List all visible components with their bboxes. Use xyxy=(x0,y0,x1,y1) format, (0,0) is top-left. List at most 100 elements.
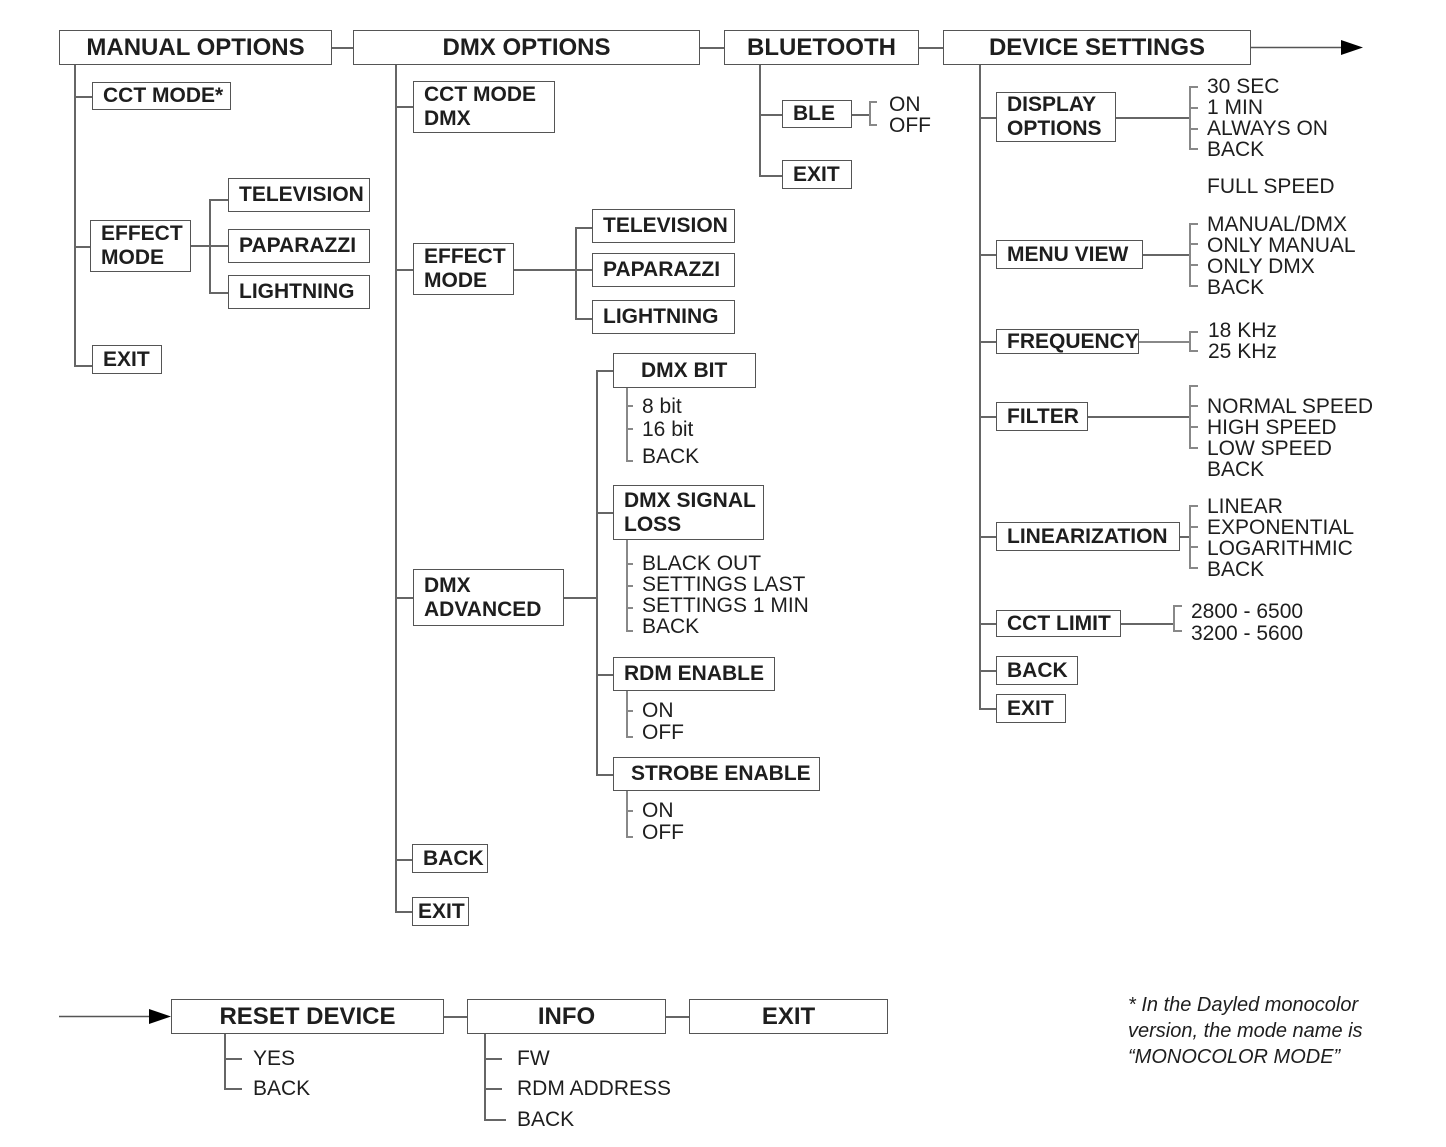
menu-reset-device[interactable]: RESET DEVICE xyxy=(171,999,444,1034)
menu-bluetooth[interactable]: BLUETOOTH xyxy=(724,30,919,65)
item-label: LIGHTNING xyxy=(603,305,719,328)
item-label: STROBE ENABLE xyxy=(631,762,811,785)
device-display-options[interactable]: DISPLAY OPTIONS xyxy=(996,92,1116,142)
menu-manual-options[interactable]: MANUAL OPTIONS xyxy=(59,30,332,65)
option-back[interactable]: BACK xyxy=(253,1077,311,1100)
option-off[interactable]: OFF xyxy=(889,114,931,137)
item-label: MODE xyxy=(424,269,487,292)
option-manual-dmx[interactable]: MANUAL/DMX xyxy=(1207,213,1348,236)
option-16bit[interactable]: 16 bit xyxy=(642,418,694,441)
option-back[interactable]: BACK xyxy=(642,445,700,468)
option-settings-last[interactable]: SETTINGS LAST xyxy=(642,573,806,596)
item-label: EFFECT xyxy=(424,245,506,268)
option-back[interactable]: BACK xyxy=(1207,558,1265,581)
option-back[interactable]: BACK xyxy=(1207,276,1265,299)
item-label: OPTIONS xyxy=(1007,117,1102,140)
dmx-strobe-enable[interactable]: STROBE ENABLE xyxy=(613,757,820,791)
menu-device-settings[interactable]: DEVICE SETTINGS xyxy=(943,30,1251,65)
option-fw[interactable]: FW xyxy=(517,1047,550,1070)
connector xyxy=(700,47,724,49)
connector xyxy=(1173,630,1182,632)
option-off[interactable]: OFF xyxy=(642,821,684,844)
dmx-effect-paparazzi[interactable]: PAPARAZZI xyxy=(592,253,735,287)
option-exponential[interactable]: EXPONENTIAL xyxy=(1207,516,1355,539)
manual-effect-lightning[interactable]: LIGHTNING xyxy=(228,275,370,309)
option-on[interactable]: ON xyxy=(642,699,674,722)
option-8bit[interactable]: 8 bit xyxy=(642,395,682,418)
manual-cct-mode[interactable]: CCT MODE* xyxy=(92,82,231,110)
device-cct-limit[interactable]: CCT LIMIT xyxy=(996,610,1121,637)
device-exit[interactable]: EXIT xyxy=(996,694,1066,723)
dmx-exit[interactable]: EXIT xyxy=(412,897,469,926)
connector xyxy=(1189,526,1198,528)
manual-effect-television[interactable]: TELEVISION xyxy=(228,178,370,212)
manual-effect-mode[interactable]: EFFECT MODE xyxy=(90,220,191,272)
item-label: TELEVISION xyxy=(239,183,364,206)
bluetooth-exit[interactable]: EXIT xyxy=(782,160,852,189)
option-yes[interactable]: YES xyxy=(253,1047,296,1070)
option-on[interactable]: ON xyxy=(642,799,674,822)
option-3200-5600[interactable]: 3200 - 5600 xyxy=(1191,622,1304,645)
manual-exit[interactable]: EXIT xyxy=(92,345,162,374)
dmx-effect-lightning[interactable]: LIGHTNING xyxy=(592,300,735,334)
item-label: FREQUENCY xyxy=(1007,329,1139,353)
option-on[interactable]: ON xyxy=(889,93,921,116)
device-filter[interactable]: FILTER xyxy=(996,402,1088,431)
connector xyxy=(484,1119,506,1121)
menu-info[interactable]: INFO xyxy=(467,999,666,1034)
connector xyxy=(224,1088,242,1090)
dmx-rdm-enable[interactable]: RDM ENABLE xyxy=(613,657,775,691)
connector xyxy=(1189,567,1198,569)
dmx-back[interactable]: BACK xyxy=(412,844,488,873)
option-black-out[interactable]: BLACK OUT xyxy=(642,552,762,575)
option-normal-speed[interactable]: NORMAL SPEED xyxy=(1207,395,1374,418)
option-off[interactable]: OFF xyxy=(642,721,684,744)
option-settings-1-min[interactable]: SETTINGS 1 MIN xyxy=(642,594,809,617)
option-back[interactable]: BACK xyxy=(642,615,700,638)
item-label: LOSS xyxy=(624,512,682,536)
dmx-effect-mode[interactable]: EFFECT MODE xyxy=(413,243,514,295)
device-back[interactable]: BACK xyxy=(996,656,1078,685)
device-linearization[interactable]: LINEARIZATION xyxy=(996,522,1180,551)
option-18khz[interactable]: 18 KHz xyxy=(1208,319,1277,342)
dmx-signal-loss[interactable]: DMX SIGNAL LOSS xyxy=(613,485,764,540)
option-25khz[interactable]: 25 KHz xyxy=(1208,340,1277,363)
option-back[interactable]: BACK xyxy=(1207,138,1265,161)
connector xyxy=(666,1016,689,1018)
connector xyxy=(596,674,613,676)
option-linear[interactable]: LINEAR xyxy=(1207,495,1283,518)
dmx-effect-television[interactable]: TELEVISION xyxy=(592,209,735,243)
device-menu-view[interactable]: MENU VIEW xyxy=(996,240,1143,269)
option-high-speed[interactable]: HIGH SPEED xyxy=(1207,416,1337,439)
option-low-speed[interactable]: LOW SPEED xyxy=(1207,437,1332,460)
option-always-on[interactable]: ALWAYS ON xyxy=(1207,117,1328,140)
option-logarithmic[interactable]: LOGARITHMIC xyxy=(1207,537,1353,560)
connector xyxy=(209,292,228,294)
tree-line xyxy=(979,65,981,709)
device-frequency[interactable]: FREQUENCY xyxy=(996,329,1139,354)
bracket xyxy=(1189,331,1191,351)
option-only-manual[interactable]: ONLY MANUAL xyxy=(1207,234,1356,257)
dmx-advanced[interactable]: DMX ADVANCED xyxy=(413,569,564,626)
connector xyxy=(1189,243,1198,245)
connector xyxy=(575,227,592,229)
option-30-sec[interactable]: 30 SEC xyxy=(1207,75,1280,98)
connector xyxy=(395,597,413,599)
dmx-bit[interactable]: DMX BIT xyxy=(613,353,756,388)
menu-dmx-options[interactable]: DMX OPTIONS xyxy=(353,30,700,65)
manual-effect-paparazzi[interactable]: PAPARAZZI xyxy=(228,229,370,263)
option-full-speed[interactable]: FULL SPEED xyxy=(1207,175,1335,198)
bluetooth-ble[interactable]: BLE xyxy=(782,100,852,128)
item-label: RDM ENABLE xyxy=(624,662,764,685)
menu-exit[interactable]: EXIT xyxy=(689,999,888,1034)
item-label: DMX BIT xyxy=(641,358,728,382)
dmx-cct-mode[interactable]: CCT MODE DMX xyxy=(413,81,555,133)
option-back[interactable]: BACK xyxy=(1207,458,1265,481)
option-1-min[interactable]: 1 MIN xyxy=(1207,96,1264,119)
connector xyxy=(1189,426,1198,428)
option-back[interactable]: BACK xyxy=(517,1108,575,1131)
option-rdm-address[interactable]: RDM ADDRESS xyxy=(517,1077,672,1100)
connector xyxy=(979,670,996,672)
option-2800-6500[interactable]: 2800 - 6500 xyxy=(1191,600,1304,623)
option-only-dmx[interactable]: ONLY DMX xyxy=(1207,255,1315,278)
